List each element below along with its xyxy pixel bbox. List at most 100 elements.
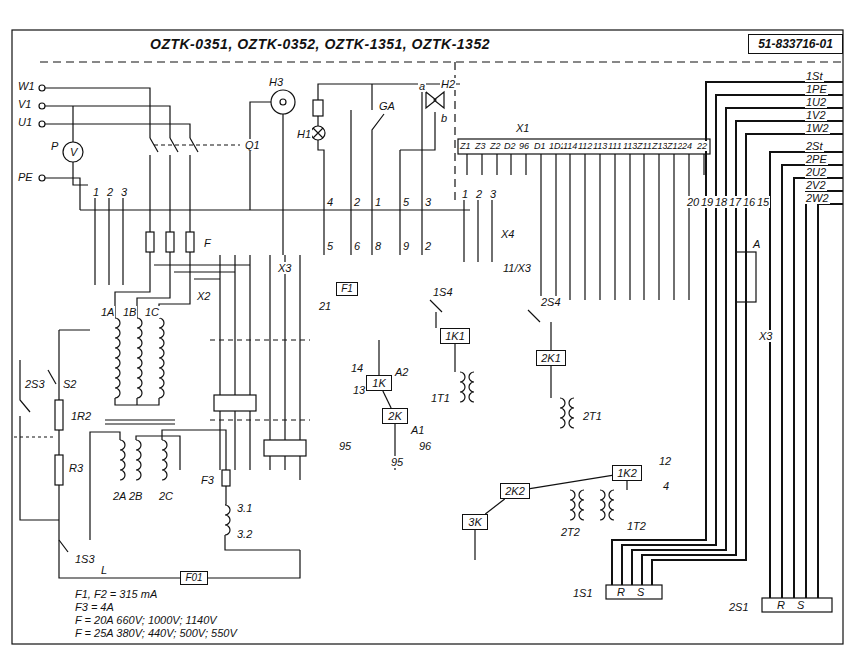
wire-number: 18	[714, 196, 728, 208]
switch-symbol	[48, 370, 56, 384]
wire-number: 12	[658, 455, 672, 467]
node-text: 2K	[388, 410, 401, 422]
terminal-label: Z3	[475, 141, 486, 151]
coil-symbol	[136, 440, 141, 480]
schematic-label: P	[50, 140, 59, 152]
terminal-symbol	[39, 121, 45, 127]
wire-number: A2	[394, 366, 409, 378]
coil-symbol	[115, 318, 120, 398]
schematic-label: 1S4	[432, 286, 454, 298]
note-text: F = 20A 660V; 1000V; 1140V	[74, 614, 218, 626]
connector-line	[485, 499, 504, 514]
schematic-label: 1T2	[626, 520, 647, 532]
wire-number: A1	[410, 424, 425, 436]
schematic-label: 1PE	[805, 83, 828, 95]
note-text: F1, F2 = 315 mA	[74, 588, 158, 600]
schematic-label: 1W2	[805, 122, 830, 134]
lamp-symbol	[280, 99, 286, 105]
fuse-symbol	[222, 470, 230, 486]
schematic-label: 2PE	[805, 153, 828, 165]
fuse-symbol	[146, 232, 154, 252]
terminal-label: D1	[534, 141, 546, 151]
wire-number: 16	[742, 196, 756, 208]
meter-wire	[45, 106, 88, 210]
schematic-label: V	[69, 146, 78, 158]
node-text: 1K	[372, 377, 385, 389]
schematic-label: W1	[17, 80, 36, 92]
node-text: 1K1	[445, 330, 465, 342]
coil-symbol	[225, 486, 300, 550]
wire-number: 5	[402, 196, 410, 208]
wire-number: 1	[374, 196, 382, 208]
terminal-strip	[458, 139, 710, 154]
phase-wire	[154, 265, 250, 279]
schematic-label: 1A	[100, 306, 115, 318]
terminal-label: 22	[697, 141, 707, 151]
schematic-label: 2S3	[24, 378, 46, 390]
terminal-wire	[467, 154, 704, 300]
cable-wire	[770, 152, 843, 598]
schematic-label: GA	[378, 100, 396, 112]
lamp-wire	[318, 84, 460, 255]
schematic-label: Q1	[244, 139, 261, 151]
node-text: F01	[185, 572, 202, 584]
schematic-label: S	[796, 599, 805, 611]
bus-wire	[80, 198, 470, 285]
diagram-title: OZTK-0351, OZTK-0352, OZTK-1351, OZTK-13…	[150, 36, 490, 52]
transformer-symbol	[600, 490, 614, 520]
switch-block	[762, 598, 832, 612]
terminal-wire	[464, 200, 492, 262]
wire-number: 8	[374, 240, 382, 252]
terminal-symbol	[39, 103, 45, 109]
terminal-label: 112	[578, 141, 592, 151]
wire-number: 13	[352, 384, 366, 396]
schematic-label: U1	[17, 116, 33, 128]
voltmeter-symbol	[63, 142, 83, 162]
wire-number: 14	[350, 362, 364, 374]
connector-wire	[530, 475, 612, 488]
schematic-label: 2S1	[728, 601, 750, 613]
drawing-number-box: 51-833716-01	[748, 34, 843, 54]
terminal-label: Z1	[460, 141, 471, 151]
schematic-label: F3	[200, 474, 215, 486]
lamp-symbol	[313, 128, 323, 138]
wire-number: 2	[106, 186, 114, 198]
phase-wire	[115, 252, 190, 318]
schematic-label: 2W2	[805, 192, 830, 204]
relay-coil-box: 2K2	[500, 483, 530, 499]
schematic-label: 1V2	[805, 109, 827, 121]
node-text: 3K	[468, 516, 481, 528]
switch-symbol	[59, 540, 68, 552]
schematic-label: 21	[318, 300, 332, 312]
schematic-label: S2	[62, 378, 77, 390]
wire-number: 20	[686, 196, 700, 208]
schematic-label: 1T1	[430, 392, 451, 404]
schematic-label: X3	[277, 262, 292, 274]
wire-number: 9	[402, 240, 410, 252]
wire-number: 2	[424, 240, 432, 252]
terminal-label: 113	[593, 141, 607, 151]
terminal-label: Z13	[652, 141, 668, 151]
coil-symbol	[120, 440, 125, 480]
coil-symbol	[162, 440, 167, 480]
indicator-wire	[400, 84, 435, 255]
schematic-label: X1	[515, 122, 530, 134]
switch-symbol	[430, 300, 551, 372]
note-text: F = 25A 380V; 440V; 500V; 550V	[74, 627, 238, 639]
transformer-core	[105, 420, 175, 424]
wire-number: 3	[489, 188, 497, 200]
node-text: 2K2	[505, 485, 525, 497]
schematic-label: a	[418, 80, 426, 92]
schematic-label: 1R2	[70, 410, 92, 422]
schematic-label: H1	[296, 128, 312, 140]
lamp-symbol	[271, 90, 295, 114]
schematic-label: X3	[758, 330, 773, 342]
switch-block	[606, 585, 662, 599]
wire-number: 96	[418, 440, 432, 452]
relay-wire	[379, 340, 627, 560]
schematic-label: H3	[268, 76, 284, 88]
schematic-label: 3.2	[236, 528, 253, 540]
frame	[12, 30, 843, 644]
schematic-label: 1S3	[74, 553, 96, 565]
